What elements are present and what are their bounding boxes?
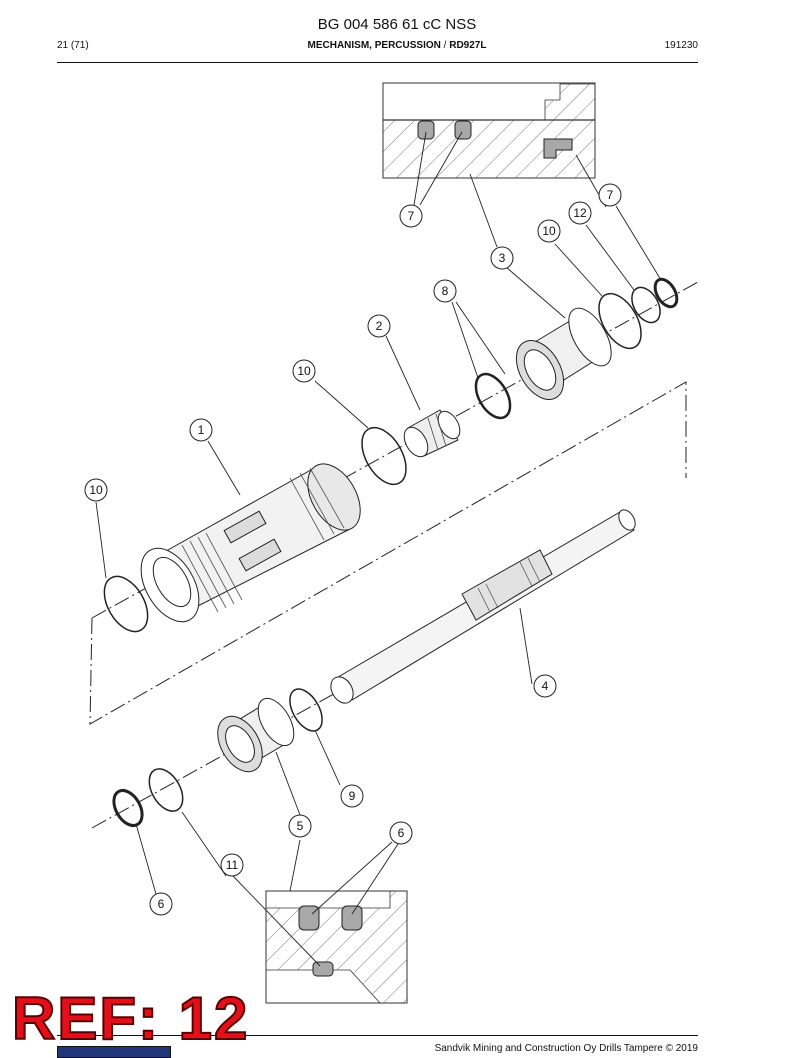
svg-text:6: 6 bbox=[398, 826, 405, 840]
svg-text:10: 10 bbox=[89, 483, 103, 497]
callout-7-right: 7 bbox=[598, 183, 622, 207]
callout-11: 11 bbox=[220, 853, 244, 877]
svg-text:1: 1 bbox=[198, 423, 205, 437]
callout-12: 12 bbox=[568, 201, 592, 225]
page-number: 21 (71) bbox=[57, 40, 89, 51]
ref-label: REF: 12 bbox=[11, 984, 250, 1053]
seals-and-rings bbox=[103, 277, 679, 828]
svg-text:7: 7 bbox=[408, 209, 415, 223]
svg-text:9: 9 bbox=[349, 789, 356, 803]
svg-text:12: 12 bbox=[573, 206, 587, 220]
svg-text:6: 6 bbox=[158, 897, 165, 911]
callout-10-left: 10 bbox=[84, 478, 108, 502]
svg-text:5: 5 bbox=[297, 819, 304, 833]
section-model: RD927L bbox=[449, 40, 487, 51]
svg-text:10: 10 bbox=[297, 364, 311, 378]
callout-8: 8 bbox=[433, 279, 457, 303]
svg-text:3: 3 bbox=[499, 251, 506, 265]
section-main: MECHANISM, PERCUSSION bbox=[307, 40, 441, 51]
callout-4: 4 bbox=[533, 674, 557, 698]
callout-2: 2 bbox=[367, 314, 391, 338]
callout-6-top: 6 bbox=[389, 821, 413, 845]
detail-view-top bbox=[382, 82, 596, 179]
svg-text:2: 2 bbox=[376, 319, 383, 333]
date-code: 191230 bbox=[664, 40, 698, 51]
callout-6-left: 6 bbox=[149, 892, 173, 916]
callout-5: 5 bbox=[288, 814, 312, 838]
part-3-front-housing bbox=[515, 307, 612, 400]
callout-10-right: 10 bbox=[537, 219, 561, 243]
part-5-rear-housing bbox=[217, 697, 295, 773]
callout-10-middle: 10 bbox=[292, 359, 316, 383]
part-2-bushing bbox=[403, 409, 461, 458]
leader-lines bbox=[95, 131, 662, 967]
section-title: MECHANISM, PERCUSSION / RD927L bbox=[0, 40, 794, 51]
svg-text:8: 8 bbox=[442, 284, 449, 298]
part-1-cylinder bbox=[140, 463, 361, 623]
header-rule bbox=[57, 62, 698, 63]
callout-1: 1 bbox=[189, 418, 213, 442]
detail-view-bottom bbox=[265, 890, 408, 1004]
svg-text:7: 7 bbox=[607, 188, 614, 202]
callout-3: 3 bbox=[490, 246, 514, 270]
callout-9: 9 bbox=[340, 784, 364, 808]
svg-text:10: 10 bbox=[542, 224, 556, 238]
svg-text:4: 4 bbox=[542, 679, 549, 693]
section-separator: / bbox=[440, 40, 450, 51]
callout-7-detail: 7 bbox=[399, 204, 423, 228]
svg-text:11: 11 bbox=[226, 858, 239, 872]
footer-copyright: Sandvik Mining and Construction Oy Drill… bbox=[434, 1043, 698, 1054]
part-4-piston bbox=[330, 509, 636, 704]
footer-rule bbox=[57, 1035, 698, 1036]
document-number: BG 004 586 61 cC NSS bbox=[317, 16, 477, 33]
